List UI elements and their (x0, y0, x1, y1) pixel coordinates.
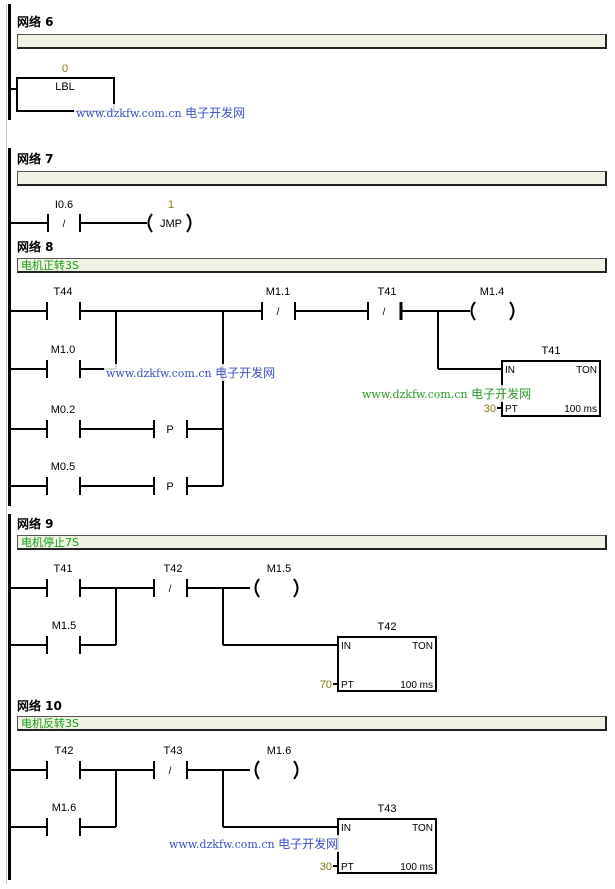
power-rail-shadow (6, 4, 7, 884)
contact-address: M1.1 (266, 286, 290, 298)
watermark-url: www.dzkfw.com.cn (76, 107, 182, 120)
watermark-url: www.dzkfw.com.cn (106, 367, 212, 380)
contact-nc-T41[interactable]: / (367, 302, 403, 320)
contact-address: T41 (378, 286, 397, 298)
timer-type: TON (576, 365, 597, 376)
watermark: www.dzkfw.com.cn 电子开发网 (74, 104, 248, 121)
contact-symbol: / (383, 307, 386, 318)
timer-pt-label: PT (505, 404, 518, 415)
contact-no-T41[interactable] (46, 579, 81, 597)
contact-address: M0.2 (51, 404, 75, 416)
timer-base: 100 ms (564, 404, 597, 415)
power-rail (8, 4, 11, 120)
timer-in-label: IN (341, 641, 351, 652)
power-rail (8, 514, 11, 880)
jmp-param: 1 (168, 199, 174, 211)
contact-address: M1.5 (52, 620, 76, 632)
network-9-title: 网络 9 (17, 517, 54, 531)
contact-symbol: / (169, 766, 172, 777)
edge-p-M0.2[interactable]: P (153, 420, 188, 438)
contact-address: M1.0 (51, 344, 75, 356)
timer-type: TON (412, 823, 433, 834)
contact-address: T42 (164, 563, 183, 575)
timer-name: T42 (378, 621, 397, 633)
watermark: www.dzkfw.com.cn 电子开发网 (167, 835, 341, 852)
contact-nc-T42[interactable]: / (153, 579, 188, 597)
network-6-title: 网络 6 (17, 15, 54, 29)
watermark-site: 电子开发网 (471, 387, 532, 401)
contact-no-M1.6[interactable] (46, 818, 81, 836)
timer-type: TON (412, 641, 433, 652)
watermark: www.dzkfw.com.cn 电子开发网 (360, 385, 534, 402)
timer-pt-value: 70 (320, 679, 332, 691)
network-8-title: 网络 8 (17, 240, 54, 254)
contact-no-M1.5[interactable] (46, 636, 81, 654)
contact-symbol: / (169, 584, 172, 595)
watermark-site: 电子开发网 (215, 366, 276, 380)
timer-in-label: IN (505, 365, 515, 376)
contact-address: M1.6 (52, 802, 76, 814)
contact-address: T44 (54, 286, 73, 298)
timer-pt-value: 30 (320, 861, 332, 873)
jmp-label: JMP (160, 218, 182, 230)
timer-base: 100 ms (400, 862, 433, 873)
coil-address: M1.4 (480, 286, 504, 298)
coil-address: M1.6 (267, 745, 291, 757)
network-10-comment[interactable]: 电机反转3S (17, 716, 607, 731)
timer-base: 100 ms (400, 680, 433, 691)
jmp-coil[interactable] (147, 213, 192, 233)
timer-pt-label: PT (341, 680, 354, 691)
contact-address: M0.5 (51, 461, 75, 473)
timer-box-T42[interactable] (333, 636, 437, 692)
timer-name: T41 (542, 345, 561, 357)
watermark-url: www.dzkfw.com.cn (362, 388, 468, 401)
network-7-title: 网络 7 (17, 152, 54, 166)
lbl-param: 0 (62, 63, 68, 75)
watermark: www.dzkfw.com.cn 电子开发网 (104, 364, 278, 381)
coil-M1.5[interactable] (254, 578, 299, 598)
edge-label: P (166, 424, 173, 436)
coil-M1.4[interactable] (470, 301, 515, 321)
contact-symbol: / (63, 219, 66, 230)
contact-no-M0.5[interactable] (46, 477, 81, 495)
contact-nc-M1.1[interactable]: / (261, 302, 296, 320)
watermark-site: 电子开发网 (185, 106, 246, 120)
network-10-title: 网络 10 (17, 699, 62, 713)
lbl-label: LBL (55, 81, 75, 93)
coil-M1.6[interactable] (254, 760, 299, 780)
contact-address: T43 (164, 745, 183, 757)
coil-address: M1.5 (267, 563, 291, 575)
watermark-site: 电子开发网 (278, 837, 339, 851)
network-9-comment[interactable]: 电机停止7S (17, 535, 607, 550)
contact-nc-T43[interactable]: / (153, 761, 188, 779)
contact-address: T41 (54, 563, 73, 575)
timer-in-label: IN (341, 823, 351, 834)
contact-no-M0.2[interactable] (46, 420, 81, 438)
contact-symbol: / (277, 307, 280, 318)
lbl-box[interactable] (11, 77, 115, 112)
network-6-comment[interactable] (17, 34, 607, 49)
contact-nc-I0.6[interactable]: / (47, 214, 81, 232)
watermark-url: www.dzkfw.com.cn (169, 838, 275, 851)
timer-pt-label: PT (341, 862, 354, 873)
contact-address: I0.6 (55, 199, 73, 211)
edge-p-M0.5[interactable]: P (153, 477, 188, 495)
power-rail (8, 148, 11, 506)
edge-label: P (166, 481, 173, 493)
contact-no-T42[interactable] (46, 761, 81, 779)
network-8-comment[interactable]: 电机正转3S (17, 258, 607, 273)
timer-pt-value: 30 (484, 403, 496, 415)
contact-address: T42 (55, 745, 74, 757)
network-7-comment[interactable] (17, 171, 607, 186)
contact-no-M1.0[interactable] (46, 360, 81, 378)
contact-no-T44[interactable] (46, 302, 81, 320)
timer-name: T43 (378, 803, 397, 815)
